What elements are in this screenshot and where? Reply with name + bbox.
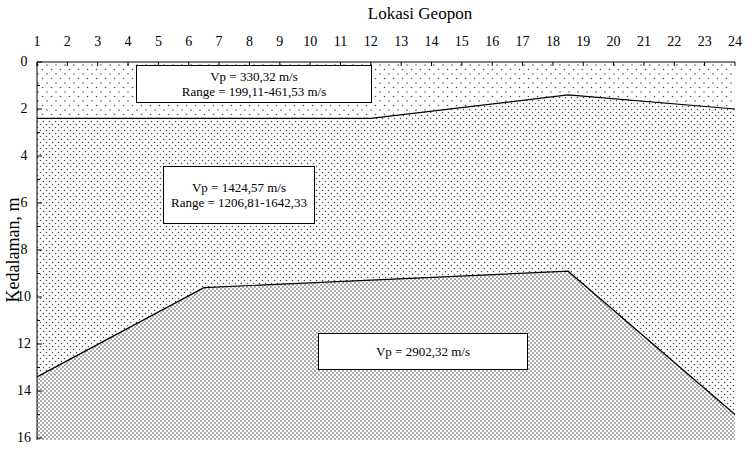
tick — [37, 156, 42, 157]
tick — [583, 62, 584, 66]
tick — [643, 62, 644, 66]
tick — [37, 132, 40, 133]
tick — [613, 62, 614, 66]
velocity-text: Range = 1206,81-1642,33 — [171, 195, 307, 210]
geophone-number: 21 — [637, 35, 651, 49]
velocity-box: Vp = 330,32 m/sRange = 199,11-461,53 m/s — [136, 65, 372, 103]
geophone-number: 20 — [607, 35, 621, 49]
velocity-text: Vp = 1424,57 m/s — [192, 180, 286, 195]
geophone-number: 15 — [455, 35, 469, 49]
velocity-box: Vp = 1424,57 m/sRange = 1206,81-1642,33 — [163, 166, 315, 224]
velocity-text: Vp = 330,32 m/s — [210, 69, 298, 84]
depth-value: 14 — [17, 384, 31, 398]
depth-value: 0 — [21, 55, 28, 69]
tick — [97, 62, 98, 66]
geophone-number: 9 — [276, 35, 283, 49]
geophone-number: 5 — [155, 35, 162, 49]
geophone-number: 8 — [246, 35, 253, 49]
tick — [37, 62, 42, 63]
tick — [522, 62, 523, 66]
tick — [37, 179, 40, 180]
geophone-number: 6 — [185, 35, 192, 49]
tick — [67, 62, 68, 66]
geophone-number: 19 — [576, 35, 590, 49]
tick — [401, 62, 402, 66]
geophone-number: 11 — [334, 35, 347, 49]
depth-value: 16 — [17, 431, 31, 445]
geophone-number: 14 — [425, 35, 439, 49]
tick — [37, 62, 38, 66]
tick — [37, 344, 42, 345]
tick — [735, 62, 736, 66]
axis-line — [37, 62, 38, 440]
tick — [37, 438, 42, 439]
geophone-number: 16 — [485, 35, 499, 49]
tick — [37, 203, 42, 204]
geophone-number: 4 — [125, 35, 132, 49]
axis-title: Lokasi Geopon — [368, 5, 472, 22]
velocity-text: Range = 199,11-461,53 m/s — [182, 84, 326, 99]
tick — [37, 297, 42, 298]
tick — [37, 414, 40, 415]
geophone-number: 17 — [516, 35, 530, 49]
geophone-number: 7 — [216, 35, 223, 49]
tick — [37, 226, 40, 227]
tick — [128, 62, 129, 66]
velocity-box: Vp = 2902,32 m/s — [318, 333, 528, 370]
tick — [461, 62, 462, 66]
tick — [37, 250, 42, 251]
tick — [552, 62, 553, 66]
tick — [37, 391, 42, 392]
velocity-text: Vp = 2902,32 m/s — [376, 344, 470, 359]
tick — [431, 62, 432, 66]
geophone-number: 1 — [34, 35, 41, 49]
tick — [704, 62, 705, 66]
geophone-number: 24 — [728, 35, 742, 49]
geophone-number: 23 — [698, 35, 712, 49]
layer-bottom — [37, 271, 735, 440]
tick — [37, 320, 40, 321]
depth-value: 2 — [21, 102, 28, 116]
axis-line — [37, 62, 735, 63]
depth-value: 12 — [17, 337, 31, 351]
boundary-line — [37, 271, 735, 414]
geophone-number: 22 — [667, 35, 681, 49]
axis-ticks — [37, 62, 42, 438]
geophone-number: 10 — [303, 35, 317, 49]
tick — [492, 62, 493, 66]
depth-value: 4 — [21, 149, 28, 163]
geophone-number: 13 — [394, 35, 408, 49]
tick — [37, 273, 40, 274]
geophone-number: 2 — [64, 35, 71, 49]
tick — [37, 85, 40, 86]
tick — [37, 109, 42, 110]
geophone-number: 12 — [364, 35, 378, 49]
tick — [37, 367, 40, 368]
geophone-number: 3 — [94, 35, 101, 49]
geophone-number: 18 — [546, 35, 560, 49]
axis-title: Kedalaman, m — [4, 198, 22, 303]
tick — [674, 62, 675, 66]
